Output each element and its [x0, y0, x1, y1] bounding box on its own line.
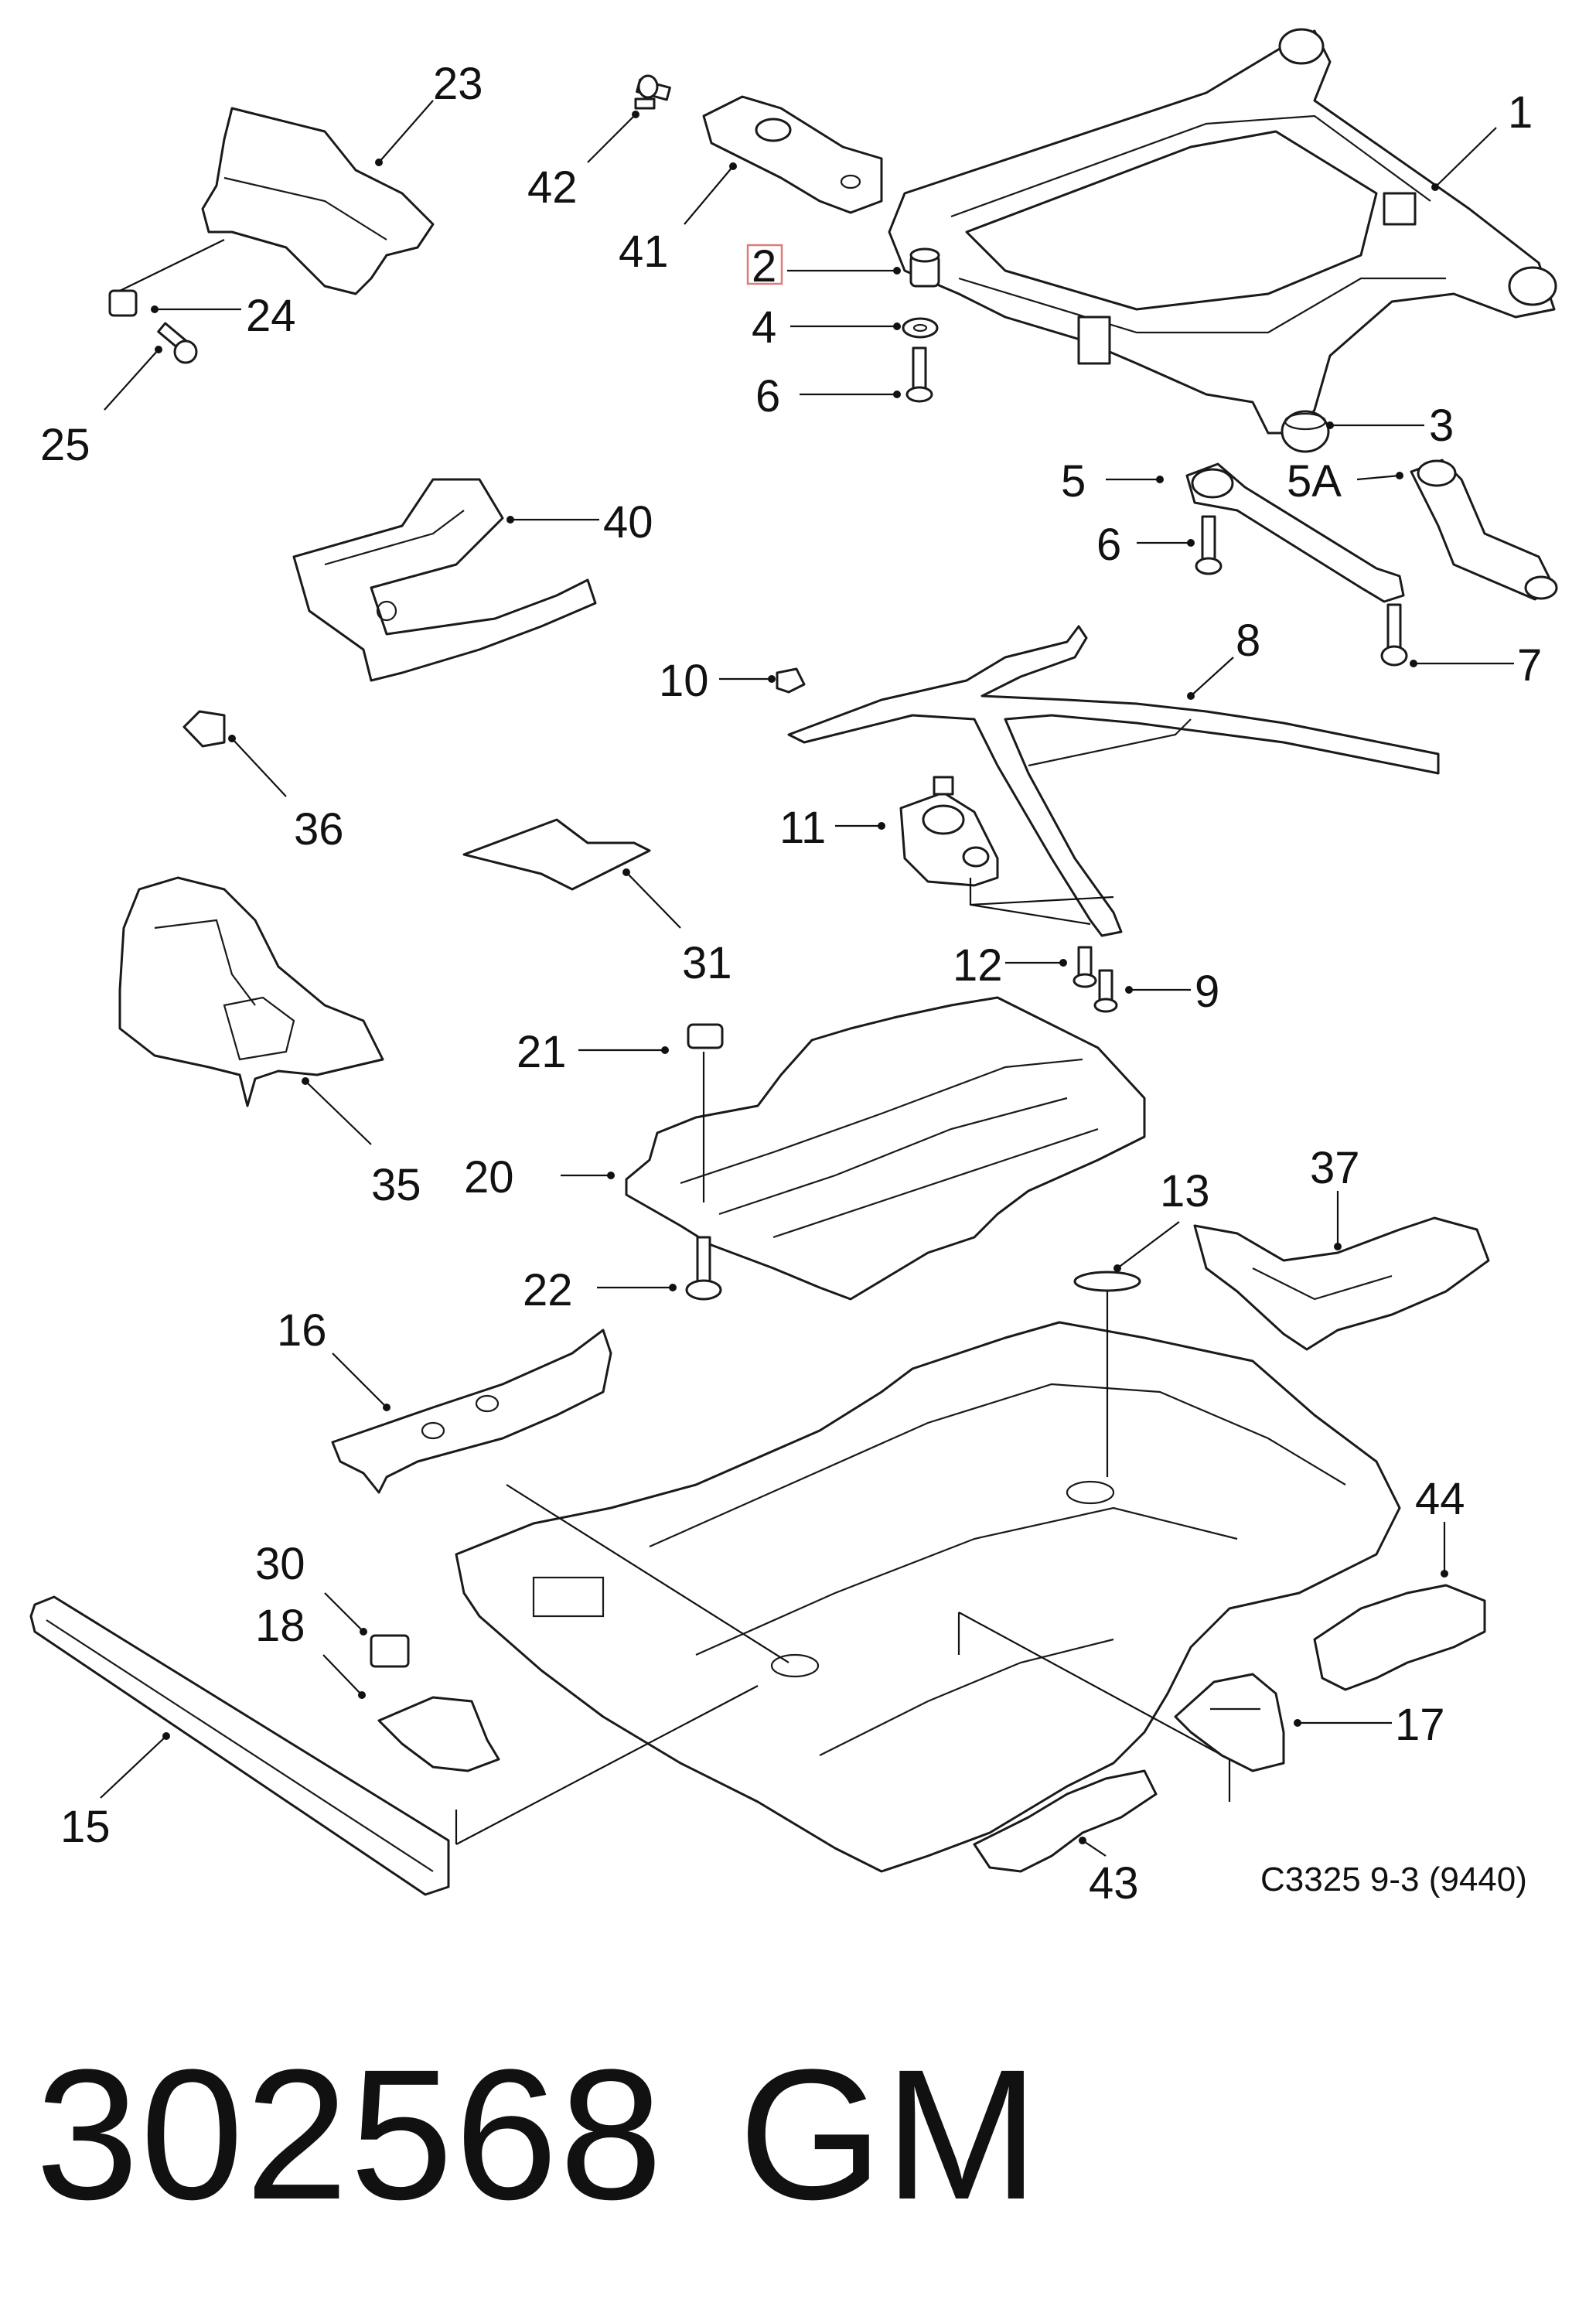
part-1-subframe	[888, 28, 1557, 435]
reference-code: C3325 9-3 (9440)	[1260, 1861, 1527, 1898]
callout-11: 11	[779, 803, 826, 853]
callout-16: 16	[277, 1305, 327, 1356]
callout-10: 10	[659, 656, 709, 706]
callout-18: 18	[255, 1601, 305, 1651]
part-40-bracket	[292, 478, 597, 682]
part-6-bolt-lower	[1195, 515, 1223, 575]
callout-31: 31	[682, 938, 732, 988]
callout-7: 7	[1517, 640, 1542, 691]
part-36-clip	[182, 710, 226, 748]
part-6-bolt	[905, 346, 933, 403]
part-41-bracket	[702, 95, 883, 214]
part-42-bolt	[634, 74, 671, 110]
part-9-bolt	[1093, 969, 1118, 1013]
callout-3: 3	[1429, 401, 1454, 451]
part-10-nut	[776, 667, 806, 694]
part-11-mount	[899, 776, 999, 887]
callout-8: 8	[1236, 616, 1260, 666]
part-13-seal	[1073, 1271, 1141, 1292]
callout-20: 20	[464, 1152, 514, 1202]
part-3-bushing	[1281, 410, 1330, 453]
part-31-bracket	[462, 818, 651, 891]
callout-9: 9	[1195, 967, 1219, 1017]
part-5-arm	[1185, 462, 1405, 603]
callout-37: 37	[1310, 1143, 1360, 1193]
highlight-box-2	[746, 244, 783, 285]
part-12-bolt	[1073, 946, 1097, 988]
callout-24: 24	[246, 291, 296, 341]
callout-22: 22	[523, 1265, 573, 1315]
part-18-bracket	[377, 1696, 500, 1772]
part-23-splash-shield	[201, 107, 435, 295]
callout-6b: 6	[1096, 520, 1121, 570]
callout-42: 42	[527, 162, 578, 213]
callout-15: 15	[60, 1802, 111, 1852]
part-7-bolt	[1380, 603, 1408, 667]
part-21-clip	[687, 1023, 724, 1049]
part-35-wheel-housing	[118, 876, 384, 1107]
part-22-bolt	[685, 1236, 722, 1301]
part-5a-arm	[1410, 459, 1558, 601]
callout-2: 2	[752, 241, 776, 292]
callout-43: 43	[1089, 1858, 1139, 1909]
part-16-crossmember	[331, 1329, 612, 1494]
callout-35: 35	[371, 1160, 421, 1210]
callout-12: 12	[953, 940, 1003, 991]
brand-label: GM	[738, 2031, 1041, 2238]
part-4-washer	[902, 317, 939, 339]
callout-21: 21	[517, 1027, 567, 1077]
callout-23: 23	[433, 59, 483, 109]
callout-1: 1	[1508, 87, 1533, 138]
part-20-panel	[625, 996, 1146, 1301]
callout-17: 17	[1395, 1700, 1445, 1750]
part-2-bushing	[909, 247, 940, 288]
callout-40: 40	[603, 497, 653, 547]
part-25-bolt	[157, 322, 198, 364]
part-15-rocker-panel	[29, 1595, 450, 1896]
floor-panel	[455, 1321, 1401, 1873]
callout-5a: 5A	[1287, 456, 1342, 507]
part-43-bracket	[973, 1769, 1158, 1873]
callout-13: 13	[1160, 1166, 1210, 1216]
callout-41: 41	[619, 227, 669, 277]
part-number: 302568	[36, 2031, 664, 2238]
part-30-block	[370, 1634, 410, 1668]
callout-4: 4	[752, 302, 776, 353]
callout-36: 36	[294, 804, 344, 854]
callout-25: 25	[40, 420, 90, 470]
callout-6a: 6	[755, 371, 780, 421]
callout-5: 5	[1061, 456, 1086, 507]
part-37-bracket	[1193, 1216, 1490, 1351]
part-44-bracket	[1313, 1584, 1486, 1691]
part-17-bracket	[1174, 1673, 1285, 1772]
part-8-crossbrace	[787, 625, 1440, 937]
part-24-clip	[108, 289, 138, 317]
callout-30: 30	[255, 1539, 305, 1589]
callout-44: 44	[1415, 1474, 1465, 1524]
